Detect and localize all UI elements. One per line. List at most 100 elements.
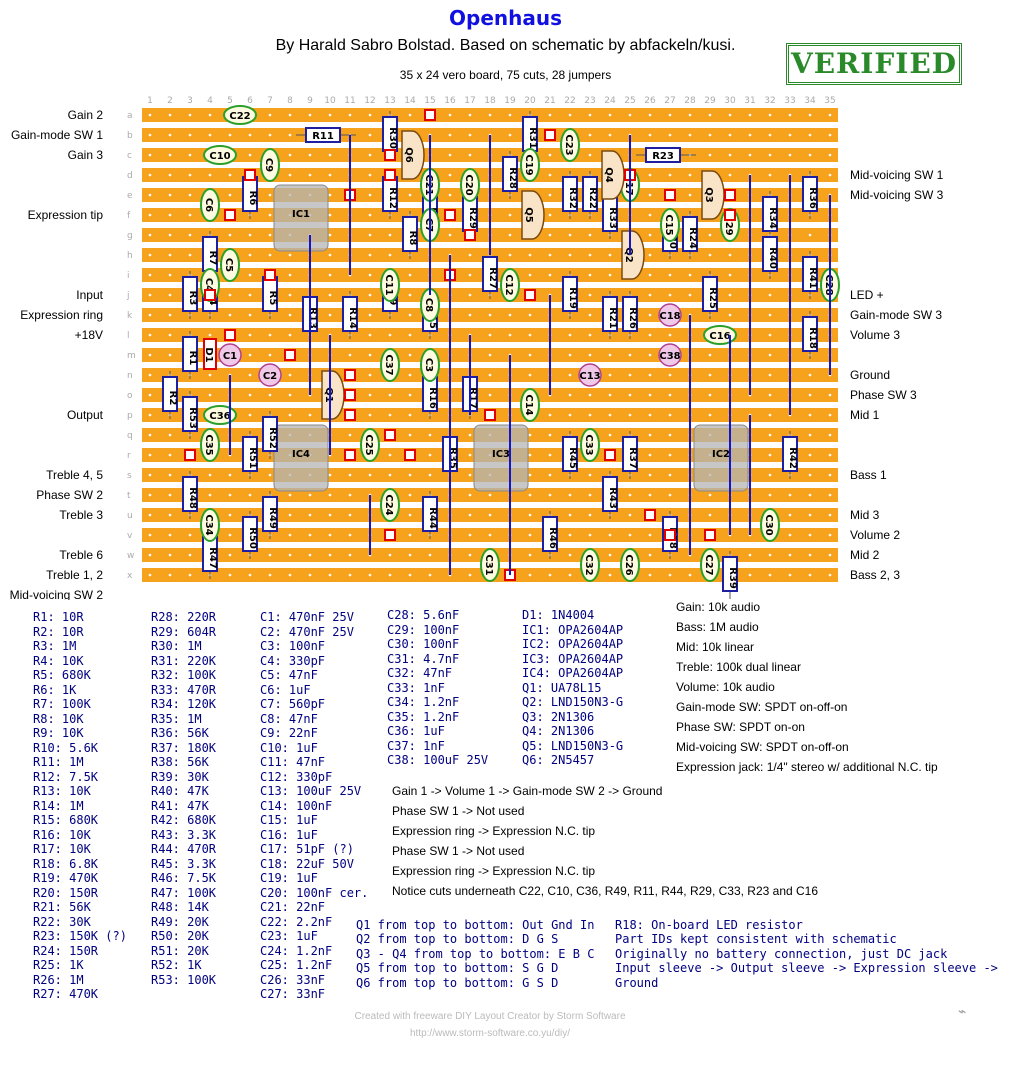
resistor-label: R43 [607, 487, 618, 509]
hole [588, 533, 592, 537]
hole [168, 493, 172, 497]
hole [688, 293, 692, 297]
column-label: 8 [287, 96, 293, 106]
hole [748, 113, 752, 117]
hole [148, 453, 152, 457]
resistor-label: R51 [247, 447, 258, 469]
bom-entry: D1: 1N4004 [522, 608, 595, 622]
bom-entry: C32: 47nF [387, 666, 453, 680]
hole [548, 173, 552, 177]
ic-label: IC1 [292, 209, 310, 220]
hole [648, 133, 652, 137]
hole [148, 533, 152, 537]
hole [148, 573, 152, 577]
capacitor-body [420, 348, 440, 382]
hole [328, 253, 332, 257]
capacitor-label: C33 [583, 434, 594, 455]
hole [228, 313, 232, 317]
column-label: 23 [584, 96, 595, 106]
hole [808, 113, 812, 117]
transistor-body [401, 130, 425, 180]
hole [248, 253, 252, 257]
bom-entry: C21: 22nF [260, 900, 326, 914]
hole [828, 553, 832, 557]
bom-entry: IC3: OPA2604AP [522, 651, 624, 666]
hole [528, 513, 532, 517]
electrolytic-capacitor [218, 343, 242, 367]
hole [368, 353, 372, 357]
hole [768, 433, 772, 437]
hole [708, 233, 712, 237]
transistor-label: Q5 [523, 207, 534, 223]
hole [348, 573, 352, 577]
resistor-label: R2 [167, 391, 178, 406]
hole [568, 253, 572, 257]
hole [148, 473, 152, 477]
resistor-label: R31 [527, 127, 538, 149]
hole [648, 333, 652, 337]
resistor-body [645, 147, 681, 163]
hole [608, 113, 612, 117]
hole [228, 493, 232, 497]
hole [548, 233, 552, 237]
resistor-body [502, 156, 518, 192]
electrolytic-capacitor-label: C18 [659, 311, 680, 322]
resistor-label: R1 [187, 351, 198, 366]
hole [728, 133, 732, 137]
strip-cut [224, 209, 236, 221]
hole [148, 253, 152, 257]
note-line: Expression jack: 1/4" stereo w/ addition… [676, 760, 938, 774]
resistor-body [802, 176, 818, 212]
hole [288, 293, 292, 297]
resistor-body [622, 436, 638, 472]
hole [268, 133, 272, 137]
hole [148, 333, 152, 337]
bom-entry: IC1: OPA2604AP [522, 622, 624, 637]
resistor-body [242, 516, 258, 552]
bom-entry: C23: 1uF [260, 929, 318, 943]
hole [668, 373, 672, 377]
hole [328, 553, 332, 557]
hole [188, 113, 192, 117]
bom-entry: R16: 10K [33, 827, 91, 842]
hole [568, 493, 572, 497]
hole [148, 293, 152, 297]
hole [468, 313, 472, 317]
resistor-body [782, 436, 798, 472]
transistor-body [521, 190, 545, 240]
bom-entry: R14: 1M [33, 798, 84, 813]
hole [468, 493, 472, 497]
hole [588, 233, 592, 237]
hole [368, 273, 372, 277]
hole [688, 133, 692, 137]
hole [268, 193, 272, 197]
hole [808, 453, 812, 457]
hole [728, 173, 732, 177]
footer-credit: Created with freeware DIY Layout Creator… [354, 1011, 626, 1022]
strip-cut [384, 149, 396, 161]
hole [188, 573, 192, 577]
note-line: Q5 from top to bottom: S G D [356, 961, 559, 976]
column-label: 20 [524, 96, 536, 106]
hole [348, 473, 352, 477]
hole [208, 473, 212, 477]
hole [568, 393, 572, 397]
hole [248, 413, 252, 417]
resistor-label: R33 [607, 207, 618, 229]
resistor-body [262, 496, 278, 532]
bom-entry: R25: 1K [33, 958, 84, 972]
hole [488, 493, 492, 497]
left-connection-label: Treble 4, 5 [46, 468, 103, 482]
row-label: k [127, 311, 133, 321]
bom-entry: R11: 1M [33, 755, 84, 769]
hole [368, 233, 372, 237]
hole [648, 313, 652, 317]
hole [328, 473, 332, 477]
hole [288, 253, 292, 257]
hole [148, 433, 152, 437]
row-label: r [127, 451, 131, 461]
